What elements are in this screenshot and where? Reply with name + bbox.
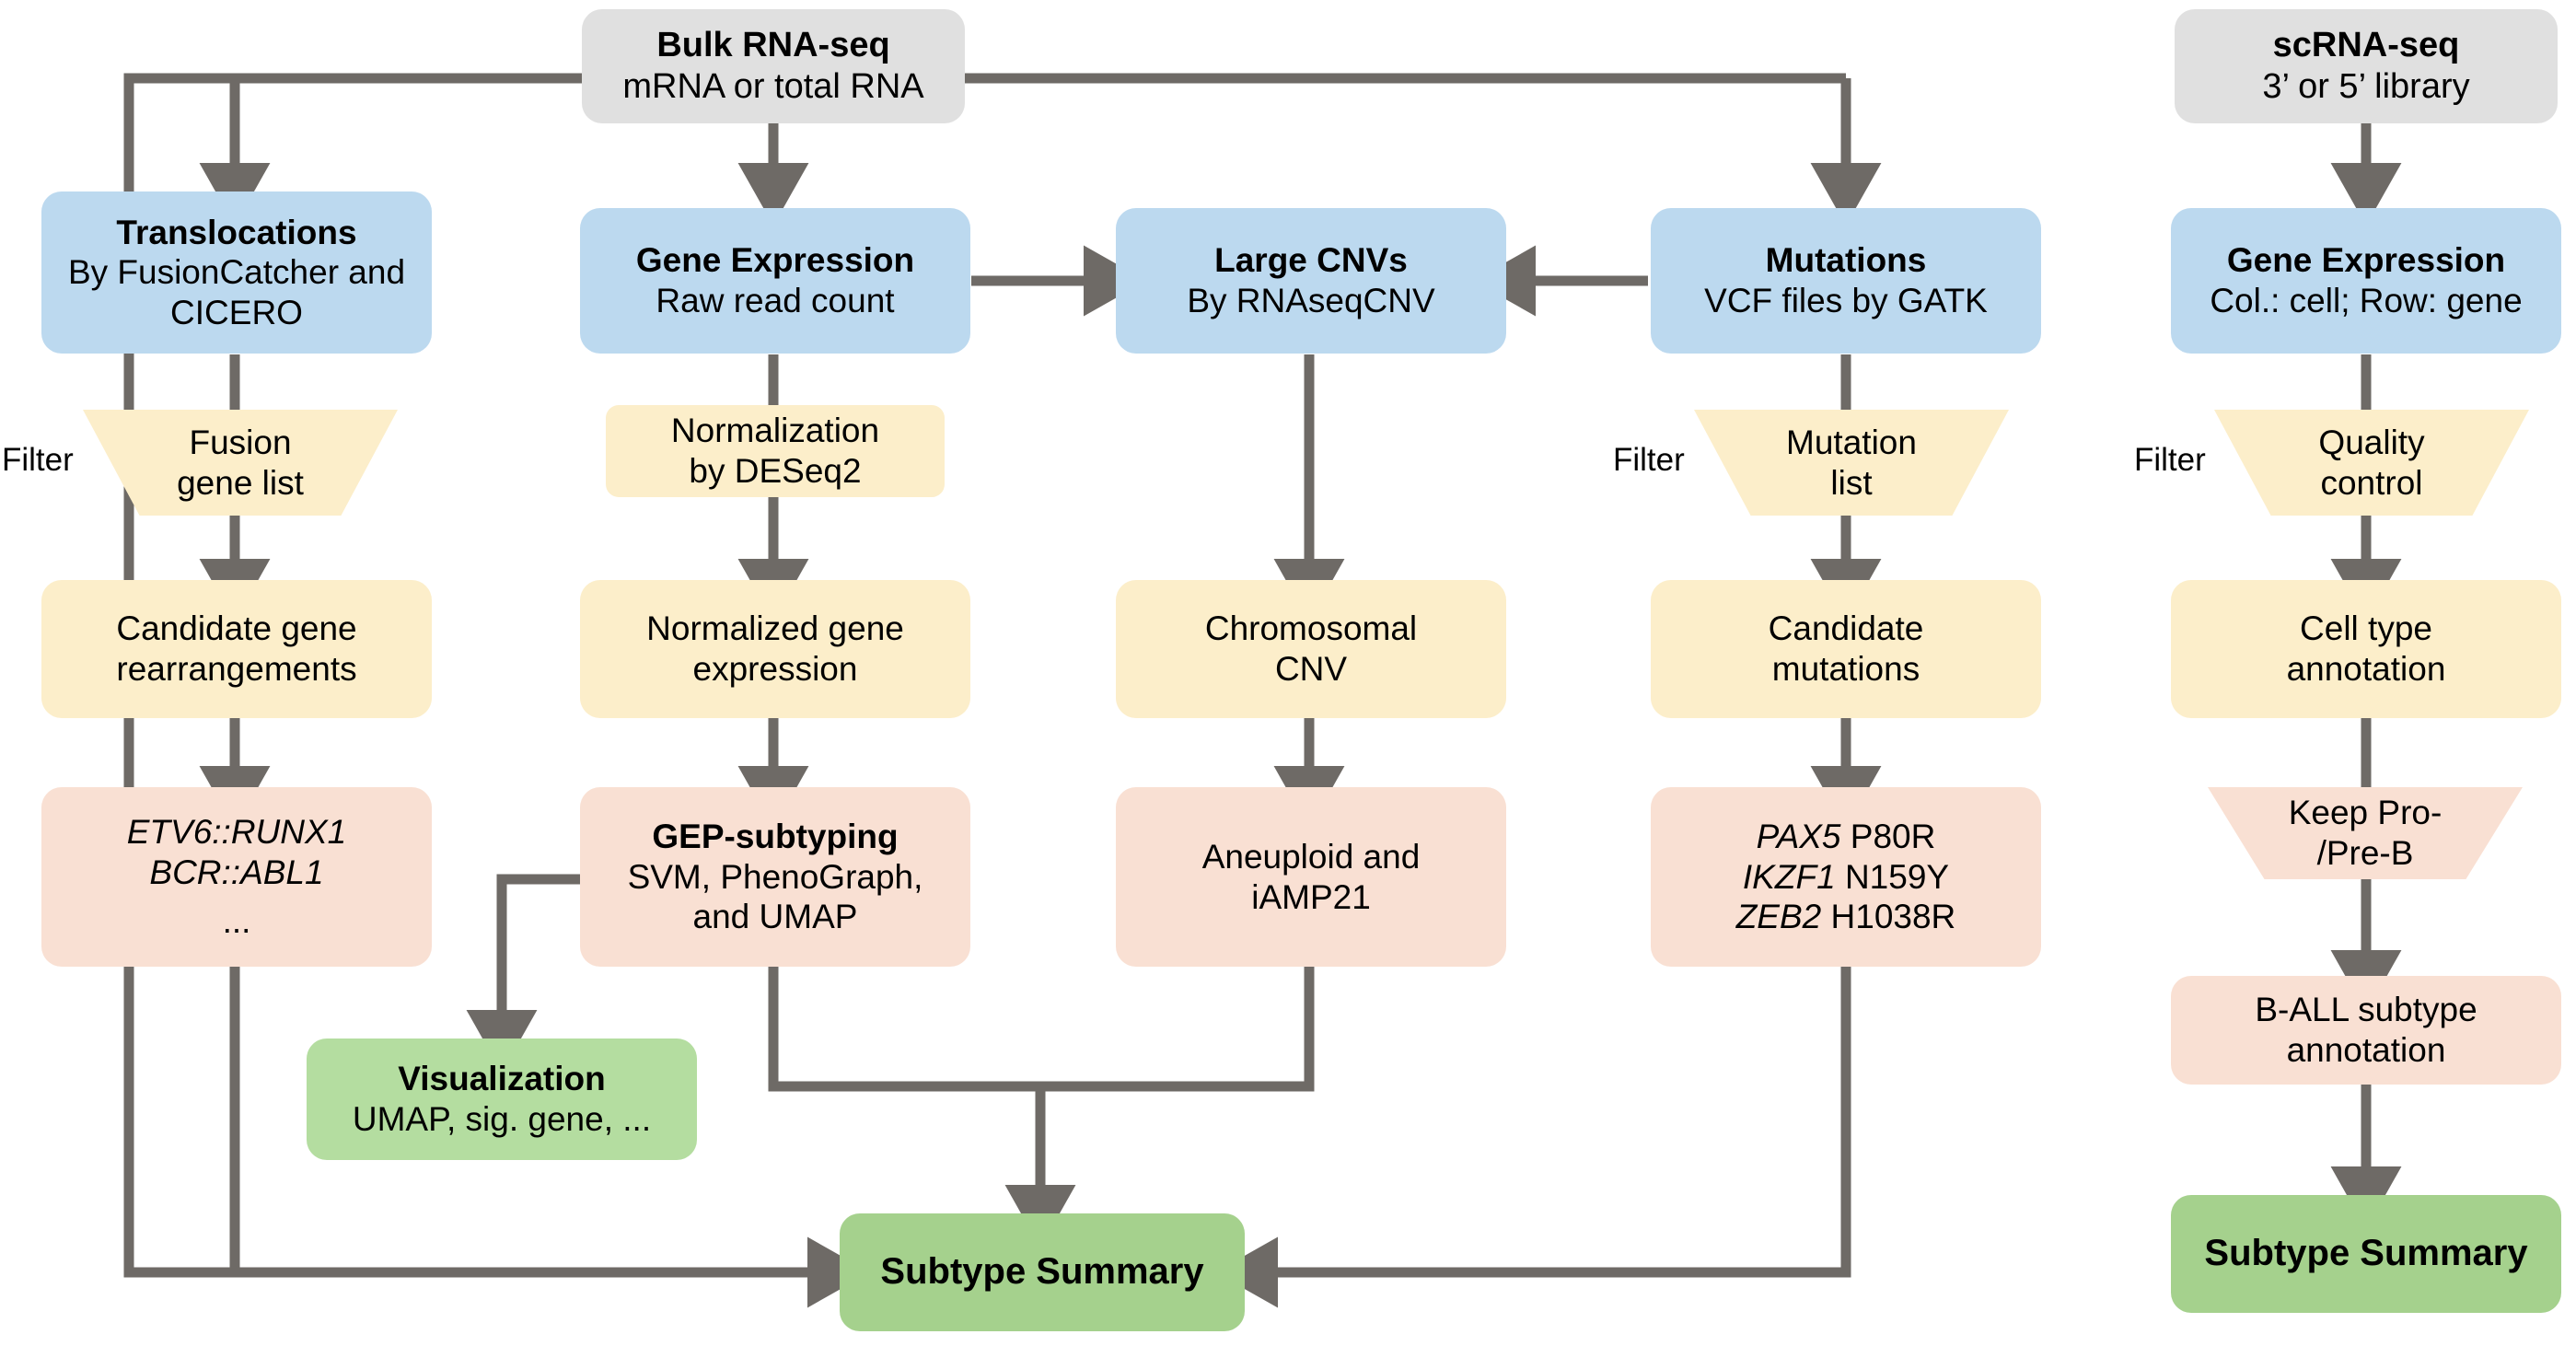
trapezoid-shape	[2214, 410, 2529, 516]
large-cnvs-subtitle: By RNAseqCNV	[1187, 282, 1435, 319]
mutation-gene-2: IKZF1	[1742, 857, 1836, 896]
quality-control-line2: control	[2320, 463, 2423, 502]
gene-expression-sc-subtitle: Col.: cell; Row: gene	[2210, 282, 2523, 319]
mutation-list-line2: list	[1830, 463, 1873, 502]
translocations-title: Translocations	[116, 213, 357, 251]
node-aneuploid[interactable]: Aneuploid and iAMP21	[1116, 787, 1506, 967]
normalized-gene-expression-line1: Normalized gene	[646, 609, 904, 648]
candidate-gene-rearrangements-line2: rearrangements	[116, 650, 357, 688]
ball-subtype-annotation-line1: B-ALL subtype	[2255, 991, 2477, 1029]
bulk-rnaseq-title: Bulk RNA-seq	[656, 26, 890, 65]
cell-type-annotation-line2: annotation	[2286, 650, 2446, 688]
chromosomal-cnv-line2: CNV	[1274, 650, 1348, 688]
bulk-rnaseq-subtitle: mRNA or total RNA	[622, 67, 924, 106]
candidate-mutations-line2: mutations	[1771, 650, 1920, 688]
filter-label-scrnaseq: Filter	[2134, 442, 2206, 478]
fusion-example-2: BCR::ABL1	[149, 853, 324, 891]
normalization-line2: by DESeq2	[689, 452, 862, 490]
filter-mutation-list[interactable]: Mutation list	[1694, 410, 2009, 516]
aneuploid-line1: Aneuploid and	[1201, 837, 1421, 876]
node-bulk-rnaseq[interactable]: Bulk RNA-seq mRNA or total RNA	[582, 9, 965, 123]
node-normalization[interactable]: Normalization by DESeq2	[606, 405, 945, 497]
fusion-gene-list-line2: gene list	[177, 463, 304, 502]
scrnaseq-subtitle: 3’ or 5’ library	[2262, 67, 2470, 106]
aneuploid-line2: iAMP21	[1251, 877, 1371, 916]
trapezoid-shape	[83, 410, 398, 516]
mutation-variant-3: H1038R	[1830, 898, 1956, 936]
filter-label-translocations: Filter	[2, 442, 74, 478]
trapezoid-shape	[2208, 787, 2523, 879]
trapezoid-shape	[1694, 410, 2009, 516]
subtype-summary-sc-title: Subtype Summary	[2204, 1233, 2528, 1274]
node-ball-subtype-annotation[interactable]: B-ALL subtype annotation	[2171, 976, 2561, 1085]
gep-subtyping-line2: and UMAP	[692, 898, 858, 936]
quality-control-line1: Quality	[2318, 423, 2425, 461]
node-subtype-summary-bulk[interactable]: Subtype Summary	[840, 1213, 1245, 1331]
mutations-title: Mutations	[1765, 241, 1927, 280]
ball-subtype-annotation-line2: annotation	[2286, 1031, 2446, 1069]
gene-expression-bulk-title: Gene Expression	[635, 241, 915, 280]
node-mutation-examples[interactable]: PAX5 P80R IKZF1 N159Y ZEB2 H1038R	[1651, 787, 2041, 967]
candidate-mutations-line1: Candidate	[1768, 609, 1924, 648]
normalization-line1: Normalization	[670, 412, 880, 450]
filter-fusion-gene-list[interactable]: Fusion gene list	[83, 410, 398, 516]
filter-quality-control[interactable]: Quality control	[2214, 410, 2529, 516]
node-normalized-gene-expression[interactable]: Normalized gene expression	[580, 580, 970, 718]
node-gene-expression-bulk[interactable]: Gene Expression Raw read count	[580, 208, 970, 354]
mutation-variant-2: N159Y	[1844, 857, 1950, 896]
cell-type-annotation-line1: Cell type	[2300, 609, 2432, 648]
normalized-gene-expression-line2: expression	[692, 650, 858, 688]
gep-subtyping-line1: SVM, PhenoGraph,	[627, 857, 923, 896]
node-large-cnvs[interactable]: Large CNVs By RNAseqCNV	[1116, 208, 1506, 354]
mutation-list-line1: Mutation	[1786, 423, 1917, 461]
node-scrnaseq[interactable]: scRNA-seq 3’ or 5’ library	[2175, 9, 2558, 123]
mutation-gene-1: PAX5	[1756, 818, 1841, 856]
node-mutations[interactable]: Mutations VCF files by GATK	[1651, 208, 2041, 354]
keep-pro-pre-b-line1: Keep Pro-	[2288, 794, 2443, 832]
node-candidate-gene-rearrangements[interactable]: Candidate gene rearrangements	[41, 580, 432, 718]
filter-keep-pro-pre-b[interactable]: Keep Pro- /Pre-B	[2208, 787, 2523, 879]
node-cell-type-annotation[interactable]: Cell type annotation	[2171, 580, 2561, 718]
node-subtype-summary-sc[interactable]: Subtype Summary	[2171, 1195, 2561, 1313]
candidate-gene-rearrangements-line1: Candidate gene	[116, 609, 357, 648]
translocations-subtitle: By FusionCatcher and CICERO	[67, 253, 406, 331]
mutation-variant-1: P80R	[1850, 818, 1936, 856]
node-translocations[interactable]: Translocations By FusionCatcher and CICE…	[41, 191, 432, 354]
node-chromosomal-cnv[interactable]: Chromosomal CNV	[1116, 580, 1506, 718]
fusion-example-1: ETV6::RUNX1	[126, 813, 347, 852]
mutations-subtitle: VCF files by GATK	[1704, 282, 1988, 319]
node-gep-subtyping[interactable]: GEP-subtyping SVM, PhenoGraph, and UMAP	[580, 787, 970, 967]
node-fusion-examples[interactable]: ETV6::RUNX1 BCR::ABL1 ...	[41, 787, 432, 967]
fusion-gene-list-line1: Fusion	[189, 423, 292, 461]
chromosomal-cnv-line1: Chromosomal	[1204, 609, 1418, 648]
node-candidate-mutations[interactable]: Candidate mutations	[1651, 580, 2041, 718]
keep-pro-pre-b-line2: /Pre-B	[2316, 834, 2414, 872]
filter-label-mutations: Filter	[1613, 442, 1685, 478]
node-visualization[interactable]: Visualization UMAP, sig. gene, ...	[307, 1039, 697, 1160]
large-cnvs-title: Large CNVs	[1214, 241, 1408, 280]
gep-subtyping-title: GEP-subtyping	[652, 818, 899, 856]
visualization-subtitle: UMAP, sig. gene, ...	[352, 1100, 652, 1138]
node-gene-expression-sc[interactable]: Gene Expression Col.: cell; Row: gene	[2171, 208, 2561, 354]
subtype-summary-bulk-title: Subtype Summary	[880, 1251, 1204, 1293]
gene-expression-sc-title: Gene Expression	[2226, 241, 2506, 280]
scrnaseq-title: scRNA-seq	[2272, 26, 2460, 65]
mutation-gene-3: ZEB2	[1735, 898, 1822, 936]
visualization-title: Visualization	[398, 1060, 606, 1098]
gene-expression-bulk-subtitle: Raw read count	[656, 282, 895, 319]
fusion-example-ellipsis: ...	[222, 902, 251, 941]
